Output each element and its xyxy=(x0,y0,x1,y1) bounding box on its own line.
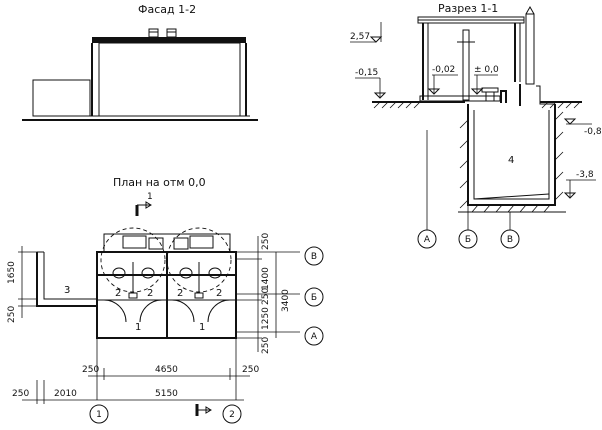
facade-view: Фасад 1-2 xyxy=(22,3,258,121)
dimension-label: 250 xyxy=(261,337,271,354)
facade-title: Фасад 1-2 xyxy=(138,3,196,16)
axis-label: В xyxy=(507,235,513,245)
dimension-label: 1650 xyxy=(7,261,17,284)
axis-bubble xyxy=(500,229,520,249)
facade-main-body xyxy=(98,42,241,117)
section-title: Разрез 1-1 xyxy=(438,2,498,15)
axis-bubble xyxy=(304,287,324,307)
dimension-label: 250 xyxy=(82,365,99,375)
dimension-label: 4650 xyxy=(155,365,178,375)
room-number: 1 xyxy=(199,322,205,333)
room-number: 2 xyxy=(147,288,153,299)
axis-bubble xyxy=(417,229,437,249)
chamber-number: 4 xyxy=(508,155,514,166)
room-number: 2 xyxy=(216,288,222,299)
axis-label: Б xyxy=(311,293,317,303)
axis-bubble xyxy=(304,326,324,346)
septic-chamber xyxy=(467,104,556,206)
room-number: 2 xyxy=(115,288,121,299)
axis-label: 2 xyxy=(229,410,235,420)
annex-wall xyxy=(36,252,97,307)
section-view: Разрез 1-1 xyxy=(350,2,602,249)
axis-label: 1 xyxy=(96,410,102,420)
elevation-label: ± 0,0 xyxy=(474,65,499,75)
dimension-label: 1250 xyxy=(261,307,271,330)
room-number: 3 xyxy=(64,285,70,296)
axis-bubble xyxy=(458,229,478,249)
toilet-icon xyxy=(481,87,499,101)
axis-bubble xyxy=(304,246,324,266)
axis-bubble xyxy=(222,404,242,424)
vent-pipe xyxy=(462,29,470,101)
room-number: 2 xyxy=(177,288,183,299)
axis-label: Б xyxy=(465,235,471,245)
room-number: 1 xyxy=(135,322,141,333)
plan-view: План на отм 0,0 1 xyxy=(7,176,324,424)
elevation-label: -3,8 xyxy=(576,170,594,180)
axis-label: А xyxy=(424,235,431,245)
dimension-label: 1400 xyxy=(261,267,271,290)
dimension-label: 250 xyxy=(261,288,271,305)
axis-label: А xyxy=(311,332,318,342)
dimension-label: 5150 xyxy=(155,389,178,399)
facade-annex xyxy=(32,79,91,117)
section-floor-slab xyxy=(419,95,501,102)
roof-vent-icon xyxy=(166,28,177,38)
dimension-label: 3400 xyxy=(281,289,291,312)
vent-icon xyxy=(173,237,189,250)
elevation-label: -0,15 xyxy=(355,68,378,78)
dimension-label: 250 xyxy=(12,389,29,399)
plan-title: План на отм 0,0 xyxy=(113,176,206,189)
cut-mark-label: 1 xyxy=(147,192,153,202)
dimension-label: 250 xyxy=(261,233,271,250)
dimension-label: 2010 xyxy=(54,389,77,399)
vent-pipe xyxy=(525,13,535,85)
toilet-icon xyxy=(112,267,222,279)
axis-bubble xyxy=(89,404,109,424)
dimension-label: 250 xyxy=(242,365,259,375)
elevation-label: 2,57 xyxy=(350,32,370,42)
elevation-label: -0,8 xyxy=(584,127,602,137)
dimension-label: 250 xyxy=(7,306,17,323)
elevation-label: -0,02 xyxy=(432,65,455,75)
roof-vent-icon xyxy=(148,28,159,38)
axis-label: В xyxy=(311,252,317,262)
facade-roof-slab xyxy=(92,37,246,43)
